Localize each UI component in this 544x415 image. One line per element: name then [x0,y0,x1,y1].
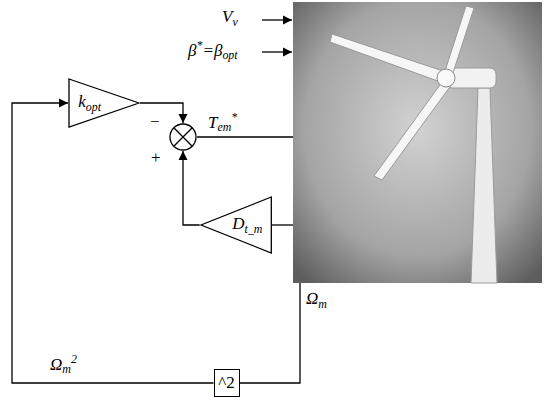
signal-connector [183,151,200,225]
text-run: em [217,120,231,134]
turbine-photo [293,2,542,283]
text-run: m [318,297,327,311]
gain-triangle: Dt_m [200,196,272,254]
square-block: ^2 [214,369,240,396]
text-run: t_m [245,222,263,236]
text-run: opt [222,48,237,62]
signal-label: Ωm2 [48,352,79,377]
text-run: v [232,15,237,29]
text-run: * [231,110,237,124]
text-run: ^2 [218,373,234,392]
text-run: β [188,41,196,60]
text-run: Ω [50,355,62,374]
text-run: k [78,92,86,111]
signal-label: Ωm [306,288,327,311]
text-run: Ω [306,289,318,308]
text-run: T [208,113,217,132]
signal-wires [197,20,300,383]
summing-circle [169,123,197,151]
text-run: opt [86,100,101,114]
text-run: V [222,7,232,26]
text-run: =β [202,41,222,60]
sign-label: + [151,147,161,168]
block-label: Dt_m [232,213,262,236]
signal-connector [12,103,214,383]
text-run: + [151,148,161,167]
gain-triangle: kopt [68,78,140,128]
text-run: − [150,112,160,131]
signal-connector [140,103,183,123]
signal-label: Tem* [208,110,237,135]
block-label: ^2 [218,372,234,393]
text-run: * [196,38,202,52]
signal-label: Vv [222,6,238,29]
sign-label: − [150,111,160,132]
text-run: D [232,214,244,233]
signal-label: β*=βopt [188,38,238,63]
block-label: kopt [78,91,101,114]
text-run: m [62,362,71,376]
summing-junction: −+ [169,123,197,151]
text-run: 2 [71,352,77,366]
